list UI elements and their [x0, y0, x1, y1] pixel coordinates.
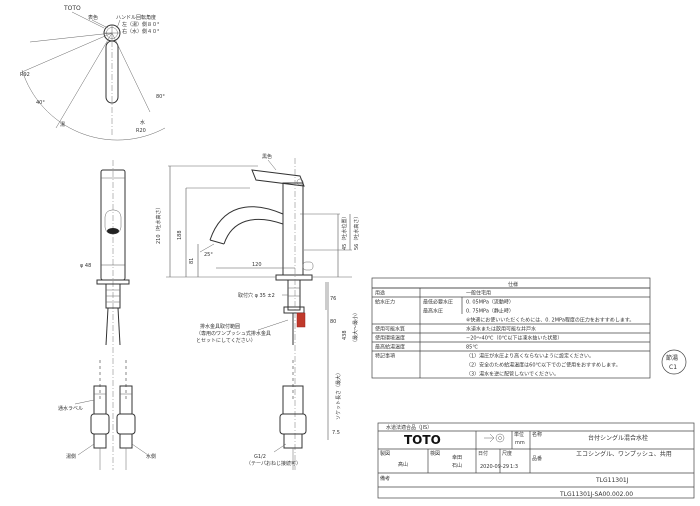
spec-row-value: 一般住宅用 — [466, 290, 491, 297]
date-value: 2020-09-29 — [480, 464, 509, 470]
dim-76: 76 — [330, 296, 336, 302]
jis-label: 水道法適合品（JIS） — [386, 424, 432, 431]
label-cold-angle: 右（水）側４０° — [122, 28, 160, 35]
projection-symbol — [484, 433, 495, 443]
label-color-mark: 表色 — [88, 14, 98, 21]
checked-label: 検図 — [430, 450, 440, 457]
note-washer-1: 排水金具取付範囲 — [200, 323, 240, 330]
product-name: 台付シングル混合水栓 — [588, 434, 648, 442]
dim-80: 80 — [330, 319, 336, 325]
note-washer-3: とセットにしてください） — [196, 337, 256, 344]
label-hot-side: 湯 — [60, 121, 65, 128]
label-handle-angle: ハンドル回転角度 — [116, 14, 156, 21]
spec-table-title: 仕様 — [508, 281, 518, 288]
spec-table-frame — [371, 277, 651, 379]
label-40-degrees: 40° — [36, 100, 45, 106]
dim-438: 438 — [342, 330, 348, 340]
side-view: 210（吐水高さ） 188 81 120 25° 45（吐水位置） 56（吐水高… — [155, 153, 360, 470]
side-view-spout-outer — [209, 206, 284, 241]
unit-value: mm — [515, 440, 525, 446]
eco-stamp: 節湯 C1 — [661, 349, 687, 375]
drawn-label: 製図 — [380, 450, 390, 457]
spec-row-value: −20〜40℃（0℃以下は凍水抜いた状態） — [466, 335, 562, 342]
top-view: TOTO 表色 ハンドル回転角度 左（湯）側８０° 右（水）側４０° R92 湯… — [20, 5, 166, 141]
label-cold-side: 水 — [140, 119, 145, 126]
stamp-line-2: C1 — [669, 364, 677, 371]
label-80-degrees: 80° — [156, 94, 165, 100]
checked-by-2: 石山 — [452, 462, 462, 469]
unit-label: 単位 — [514, 431, 524, 438]
label-hot-angle: 左（湯）側８０° — [122, 21, 160, 28]
dim-56: 56（吐水高さ） — [353, 214, 360, 250]
name-label: 名称 — [532, 431, 542, 438]
dim-81: 81 — [189, 258, 195, 264]
front-view: φ 48 通水ラベル 湯側 水側 — [58, 160, 156, 470]
top-view-rotation-arc — [21, 69, 166, 141]
model-value: TLG11301J — [595, 477, 629, 484]
label-toto-brand: TOTO — [63, 5, 81, 12]
spec-row-label: 用途 — [375, 290, 385, 297]
label-water-supply: 通水ラベル — [58, 405, 83, 412]
note-washer-2: （専用のワンプッシュ式排水金具 — [196, 330, 271, 337]
model-label: 品番 — [532, 455, 542, 462]
side-view-spout-inner — [223, 218, 284, 245]
scale-label: 尺度 — [502, 450, 512, 457]
side-view-red-label — [296, 312, 306, 328]
dim-25-degrees: 25° — [204, 252, 213, 258]
dim-188: 188 — [177, 230, 183, 240]
spec-row-label: 使用環境温度 — [375, 335, 405, 342]
spec-row-label: 使用可能水質 — [375, 326, 405, 333]
spec-row-sublabel: 最低必要水圧 — [423, 299, 453, 306]
label-socket-note: ソケット長さ（最大） — [335, 370, 342, 420]
front-view-aerator — [107, 228, 119, 234]
date-label: 日付 — [478, 450, 488, 457]
label-r20: R20 — [136, 128, 146, 134]
label-hot-supply: 湯側 — [66, 453, 76, 460]
toto-logo: TOTO — [404, 433, 441, 447]
side-view-body — [282, 182, 304, 276]
spec-row-value: 水道水または飲用可能な井戸水 — [466, 326, 536, 333]
remarks-label: 備考 — [380, 475, 390, 482]
drawing-number: TLG11301J-SA00.002.00 — [559, 491, 633, 498]
side-view-handle — [251, 169, 305, 187]
label-pipe-thread: G1/2 — [254, 454, 266, 460]
label-cold-supply: 水側 — [146, 453, 156, 460]
label-pipe-taper: （テーパおねじ接続可） — [246, 460, 301, 467]
spec-row-value: （2）安全のため給湯温度は60℃以下でのご使用をおすすめします。 — [466, 362, 621, 369]
dim-phi48: φ 48 — [80, 263, 91, 269]
spec-row-label: 特記事項 — [375, 353, 395, 360]
title-block: 水道法適合品（JIS） TOTO 単位 mm 名称 台付シングル混合水栓 エコシ… — [377, 422, 695, 499]
checked-by: 幸田 — [452, 455, 462, 461]
spec-row-value: 85℃ — [466, 345, 478, 351]
scale-value: 1:3 — [510, 464, 518, 470]
dim-range: （最大〜最小） — [352, 310, 359, 345]
label-color-black: 黒色 — [262, 153, 272, 160]
spec-row-sublabel: 最高水圧 — [423, 308, 443, 315]
spec-row-value: 0. 75MPa（静止時） — [466, 308, 514, 315]
spec-row-value: （1）湯圧が水圧より高くならないように設定ください。 — [466, 353, 594, 360]
dim-45: 45（吐水位置） — [341, 214, 348, 250]
dim-210: 210（吐水高さ） — [155, 204, 162, 244]
spec-row-value: ※快適にお使いいただくためには、0. 2MPa程度の圧力をおすすめします。 — [466, 317, 634, 324]
dim-mount-hole: 取付穴 φ 35 ±2 — [238, 292, 275, 299]
spec-row-label: 最高給湯温度 — [375, 344, 405, 351]
stamp-line-1: 節湯 — [666, 354, 678, 362]
product-subtitle: エコシングル、ワンプッシュ、共用 — [576, 450, 672, 458]
dim-7-5: 7.5 — [332, 430, 340, 436]
dim-120: 120 — [252, 262, 262, 268]
title-block-frame — [377, 422, 695, 499]
spec-row-label: 給水圧力 — [375, 299, 395, 306]
drawn-by: 髙山 — [398, 461, 408, 468]
spec-row-value: 0. 05MPa（流動時） — [466, 299, 514, 306]
spec-row-value: （3）湯水を逆に配管しないでください。 — [466, 371, 559, 378]
label-r92: R92 — [20, 72, 30, 78]
